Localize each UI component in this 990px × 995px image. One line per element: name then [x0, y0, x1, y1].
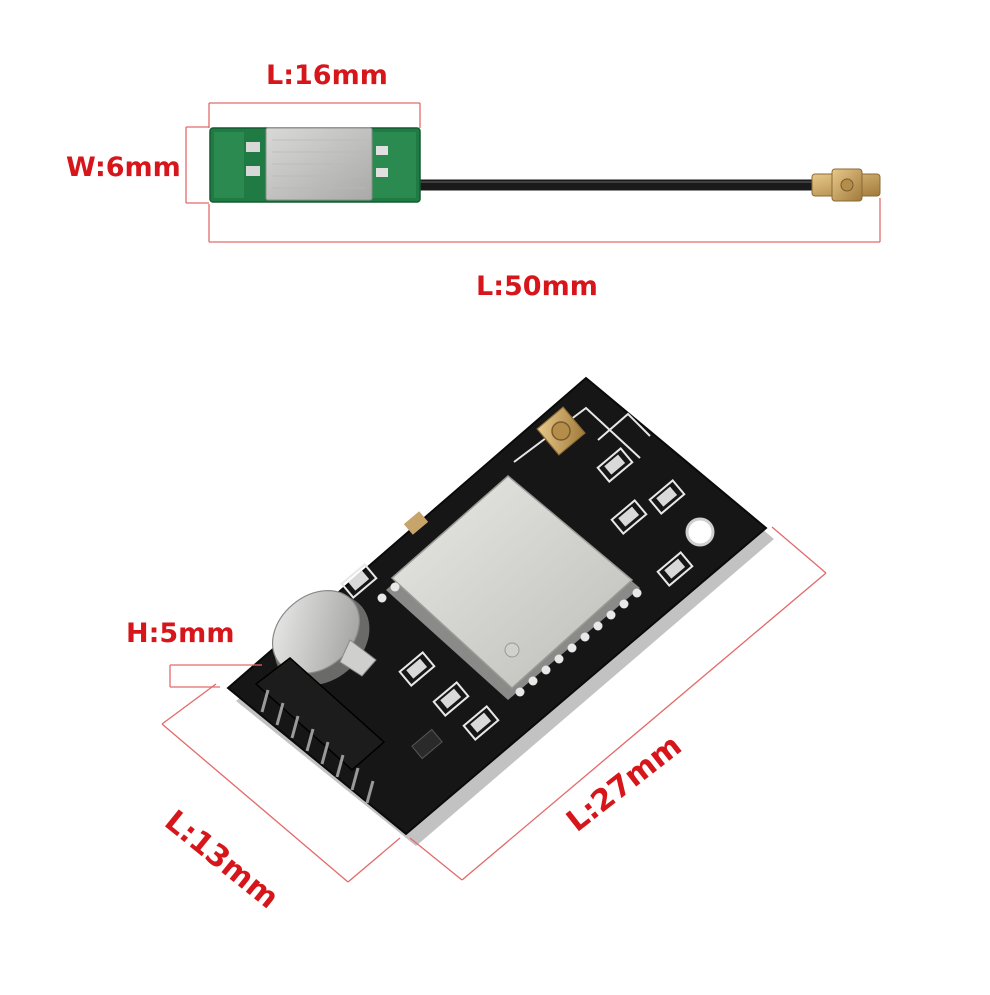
smd-part: [376, 146, 388, 155]
smd-part: [406, 658, 428, 679]
antenna-pcb-edge: [214, 132, 244, 198]
gps-board: [226, 376, 774, 846]
smd-part: [348, 570, 370, 591]
smd-part: [656, 486, 678, 507]
silkscreen: [340, 406, 694, 741]
castellated-pads: [377, 582, 642, 697]
smd-components: [348, 454, 686, 760]
antenna-assembly: [209, 127, 881, 203]
smd-part: [604, 454, 626, 475]
dimension-label-antenna-module-width: W:6mm: [66, 152, 181, 183]
battery-top: [271, 590, 361, 674]
gps-module: [386, 475, 640, 700]
gps-module-top: [390, 475, 634, 690]
gps-module-dot: [504, 642, 520, 658]
battery-clip: [339, 639, 377, 677]
transistor: [411, 728, 443, 760]
smd-part: [246, 166, 260, 176]
dimension-label-antenna-total-length: L:50mm: [476, 271, 598, 302]
smd-part: [440, 688, 462, 709]
mounting-hole: [685, 517, 715, 547]
dimension-label-board-height: H:5mm: [126, 618, 235, 649]
dimension-label-antenna-module-length: L:16mm: [266, 60, 388, 91]
antenna-dimension-lines: [185, 102, 881, 243]
ufl-connector-pin: [840, 178, 854, 192]
tantalum-capacitor: [403, 511, 429, 535]
smd-part: [470, 712, 492, 733]
smd-part: [246, 142, 260, 152]
header-housing: [254, 657, 386, 772]
board-ufl-pin: [551, 421, 571, 441]
board-dimension-lines: [161, 526, 827, 883]
pin-header: [254, 657, 386, 804]
smd-part: [376, 168, 388, 177]
header-pins: [260, 689, 375, 804]
smd-part: [664, 558, 686, 579]
coin-cell-battery: [271, 590, 377, 686]
antenna-pcb-edge-right: [372, 132, 416, 198]
shield-texture: [272, 139, 366, 189]
smd-part: [618, 506, 640, 527]
